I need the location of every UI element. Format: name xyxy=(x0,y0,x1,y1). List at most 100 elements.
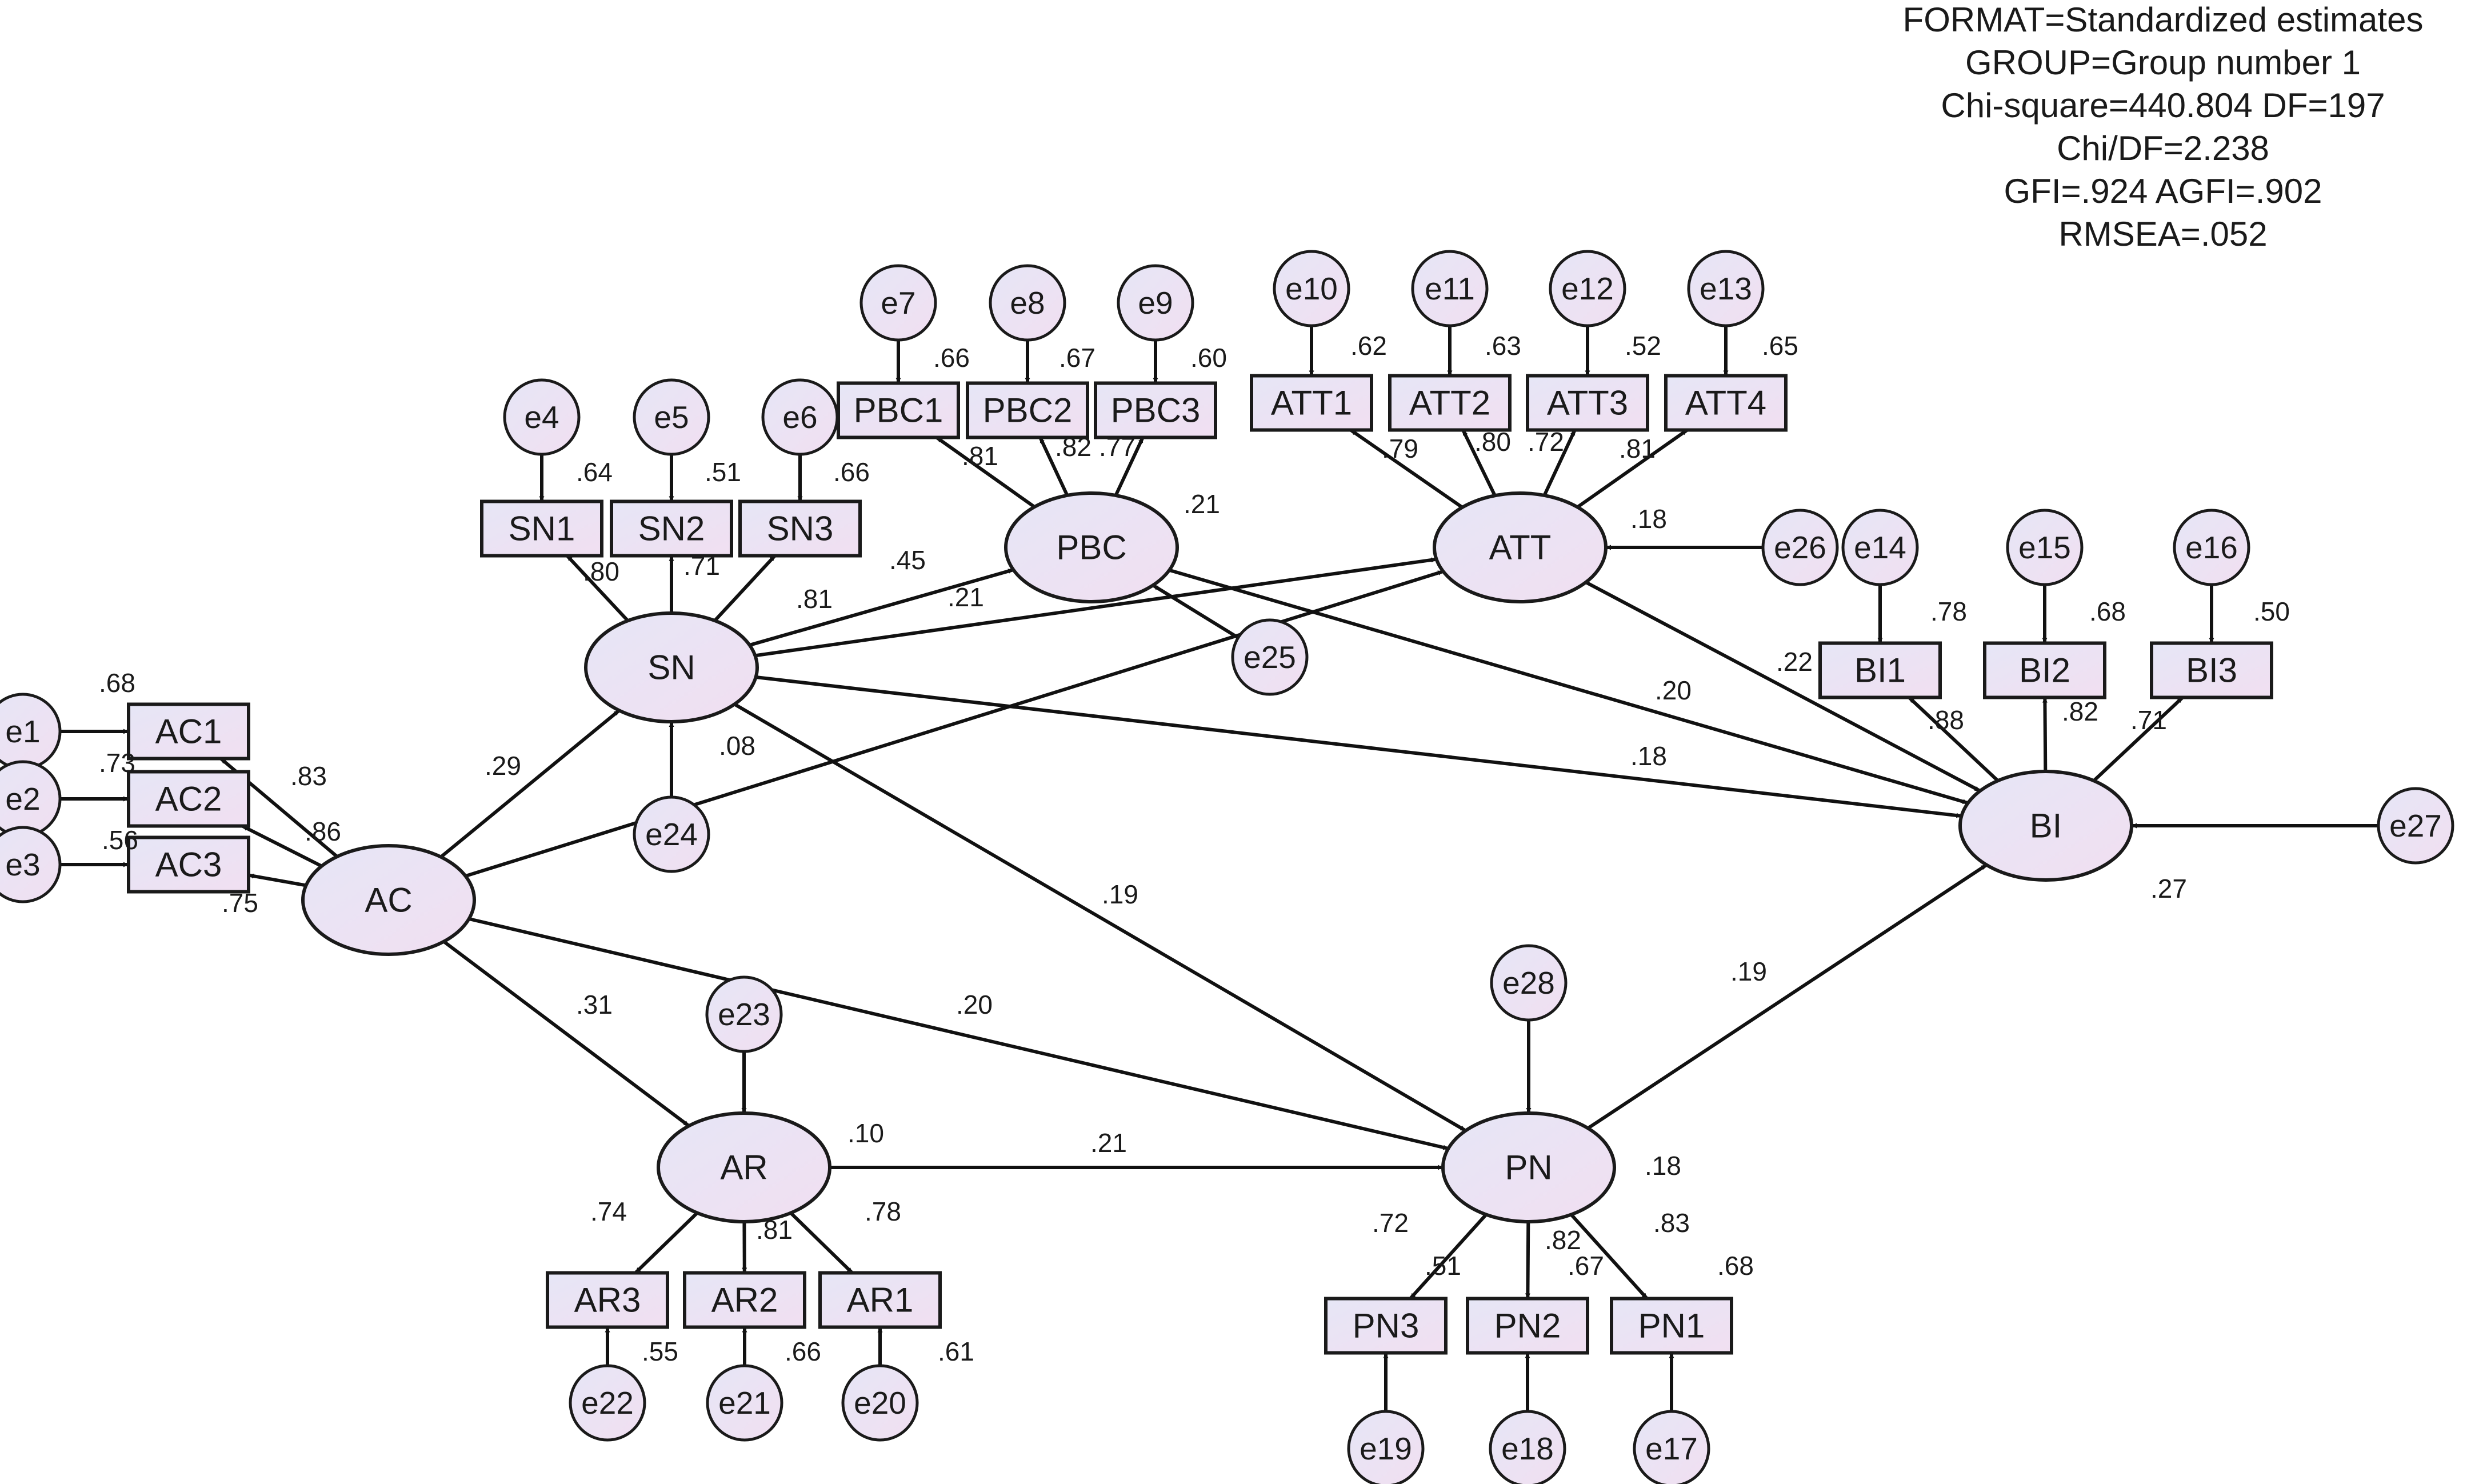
node-shape-e8 xyxy=(989,264,1066,342)
path-e25-to-pbc xyxy=(1152,583,1240,639)
node-shape-e22 xyxy=(569,1364,646,1442)
fit-line-group: GROUP=Group number 1 xyxy=(1965,43,2361,82)
node-shape-e28 xyxy=(1490,944,1568,1022)
node-label-sn3: SN3 xyxy=(767,510,834,548)
error-e22: e22 xyxy=(569,1364,646,1442)
r2-ac1: .68 xyxy=(99,668,135,698)
node-shape-sn1 xyxy=(480,499,603,558)
node-shape-bi xyxy=(1958,770,2133,882)
node-shape-att4 xyxy=(1664,374,1788,432)
node-shape-ac2 xyxy=(127,770,250,828)
node-label-pbc2: PBC2 xyxy=(983,391,1073,430)
node-shape-bi2 xyxy=(1983,641,2106,699)
node-shape-att xyxy=(1433,491,1608,603)
r2-bi3: .50 xyxy=(2253,597,2290,626)
coef-pbc-pbc2: .82 xyxy=(1055,432,1091,462)
coef-bi-bi2: .82 xyxy=(2062,697,2098,726)
error-e17: e17 xyxy=(1633,1410,1710,1484)
latent-ar: AR xyxy=(657,1111,831,1223)
indicator-ar3: AR3 xyxy=(546,1271,669,1329)
r2-bi2: .68 xyxy=(2089,597,2126,626)
node-shape-pbc1 xyxy=(837,381,960,439)
node-label-pbc1: PBC1 xyxy=(854,391,943,430)
error-e15: e15 xyxy=(2006,509,2084,586)
coef-sn-sn2: .71 xyxy=(683,551,720,581)
r2-att: .18 xyxy=(1630,504,1667,534)
r2-pn: .18 xyxy=(1645,1151,1681,1181)
r2-ar3: .55 xyxy=(642,1337,678,1366)
node-label-pn2: PN2 xyxy=(1494,1307,1561,1345)
node-shape-ac xyxy=(301,844,476,956)
node-label-att: ATT xyxy=(1489,529,1552,567)
r2-ar2: .66 xyxy=(785,1337,821,1366)
coef-ar-pn: .21 xyxy=(1090,1128,1127,1158)
r2-ac3: .56 xyxy=(102,825,138,855)
node-label-att2: ATT2 xyxy=(1409,384,1490,422)
latent-bi: BI xyxy=(1958,770,2133,882)
node-shape-ac1 xyxy=(127,702,250,761)
node-label-e13: e13 xyxy=(1700,271,1752,306)
node-label-pn1: PN1 xyxy=(1638,1307,1705,1345)
coef-att-att4: .81 xyxy=(1619,434,1656,463)
node-shape-e7 xyxy=(859,264,937,342)
coef-pn-pn1: .83 xyxy=(1653,1208,1690,1238)
coef-ac-ac2: .86 xyxy=(305,817,341,846)
coef-sn-att: .21 xyxy=(947,582,984,612)
model-fit-summary: FORMAT=Standardized estimates GROUP=Grou… xyxy=(1903,1,2424,253)
indicator-ar2: AR2 xyxy=(683,1271,806,1329)
node-shape-ar3 xyxy=(546,1271,669,1329)
coef-sn-pbc: .45 xyxy=(889,545,926,575)
node-label-e25: e25 xyxy=(1244,639,1296,675)
node-shape-e20 xyxy=(841,1364,919,1442)
indicator-pbc1: PBC1 xyxy=(837,381,960,439)
indicator-pbc2: PBC2 xyxy=(966,381,1089,439)
indicator-ac3: AC3 xyxy=(127,835,250,894)
node-shape-pbc xyxy=(1004,491,1179,603)
fit-line-rmsea: RMSEA=.052 xyxy=(2058,215,2267,253)
latent-pbc: PBC xyxy=(1004,491,1179,603)
node-label-bi1: BI1 xyxy=(1854,651,1906,690)
coef-sn-sn1: .80 xyxy=(583,557,619,586)
error-e3: e3 xyxy=(0,826,62,903)
path-ac-to-att xyxy=(465,570,1444,878)
node-label-att1: ATT1 xyxy=(1271,384,1352,422)
node-shape-bi3 xyxy=(2150,641,2273,699)
coef-att-bi: .22 xyxy=(1776,647,1813,677)
path-sn-to-pn xyxy=(733,702,1467,1133)
path-sn-to-pbc xyxy=(749,568,1014,647)
coef-ar-ar2: .81 xyxy=(756,1215,793,1245)
path-pn-to-pn1 xyxy=(1570,1213,1649,1300)
coefficient-labels-layer: .29.31.08.20.45.21.18.19.20.22.21.19.83.… xyxy=(99,331,2290,1366)
r2-bi: .27 xyxy=(2150,874,2187,903)
node-shape-ar2 xyxy=(683,1271,806,1329)
node-label-att4: ATT4 xyxy=(1685,384,1766,422)
path-att-to-att1 xyxy=(1349,429,1464,509)
r2-sn3: .66 xyxy=(833,457,870,487)
latent-sn: SN xyxy=(584,611,759,723)
path-pbc-to-bi xyxy=(1169,568,1969,805)
coef-pn-pn3: .72 xyxy=(1372,1208,1409,1238)
node-shape-ar1 xyxy=(818,1271,942,1329)
node-shape-pbc3 xyxy=(1094,381,1217,439)
coef-ac-pn: .20 xyxy=(956,990,993,1019)
error-e2: e2 xyxy=(0,760,62,838)
node-shape-e9 xyxy=(1117,264,1194,342)
coef-sn-sn3: .81 xyxy=(796,584,833,614)
error-e9: e9 xyxy=(1117,264,1194,342)
node-shape-e5 xyxy=(633,378,710,456)
node-shape-e14 xyxy=(1841,509,1919,586)
node-label-ar1: AR1 xyxy=(847,1281,914,1319)
path-ac-to-pn xyxy=(468,917,1449,1150)
node-shape-e11 xyxy=(1411,250,1489,327)
node-label-pn: PN xyxy=(1505,1149,1552,1187)
r2-att2: .63 xyxy=(1485,331,1521,361)
node-shape-e4 xyxy=(503,378,581,456)
node-label-e10: e10 xyxy=(1285,271,1338,306)
path-ac-to-ac3 xyxy=(248,873,307,887)
r2-pn3: .51 xyxy=(1425,1251,1461,1281)
error-e13: e13 xyxy=(1687,250,1765,327)
node-shape-pn3 xyxy=(1324,1297,1448,1355)
node-label-pbc3: PBC3 xyxy=(1111,391,1201,430)
node-label-e7: e7 xyxy=(881,285,915,321)
node-shape-e6 xyxy=(761,378,839,456)
